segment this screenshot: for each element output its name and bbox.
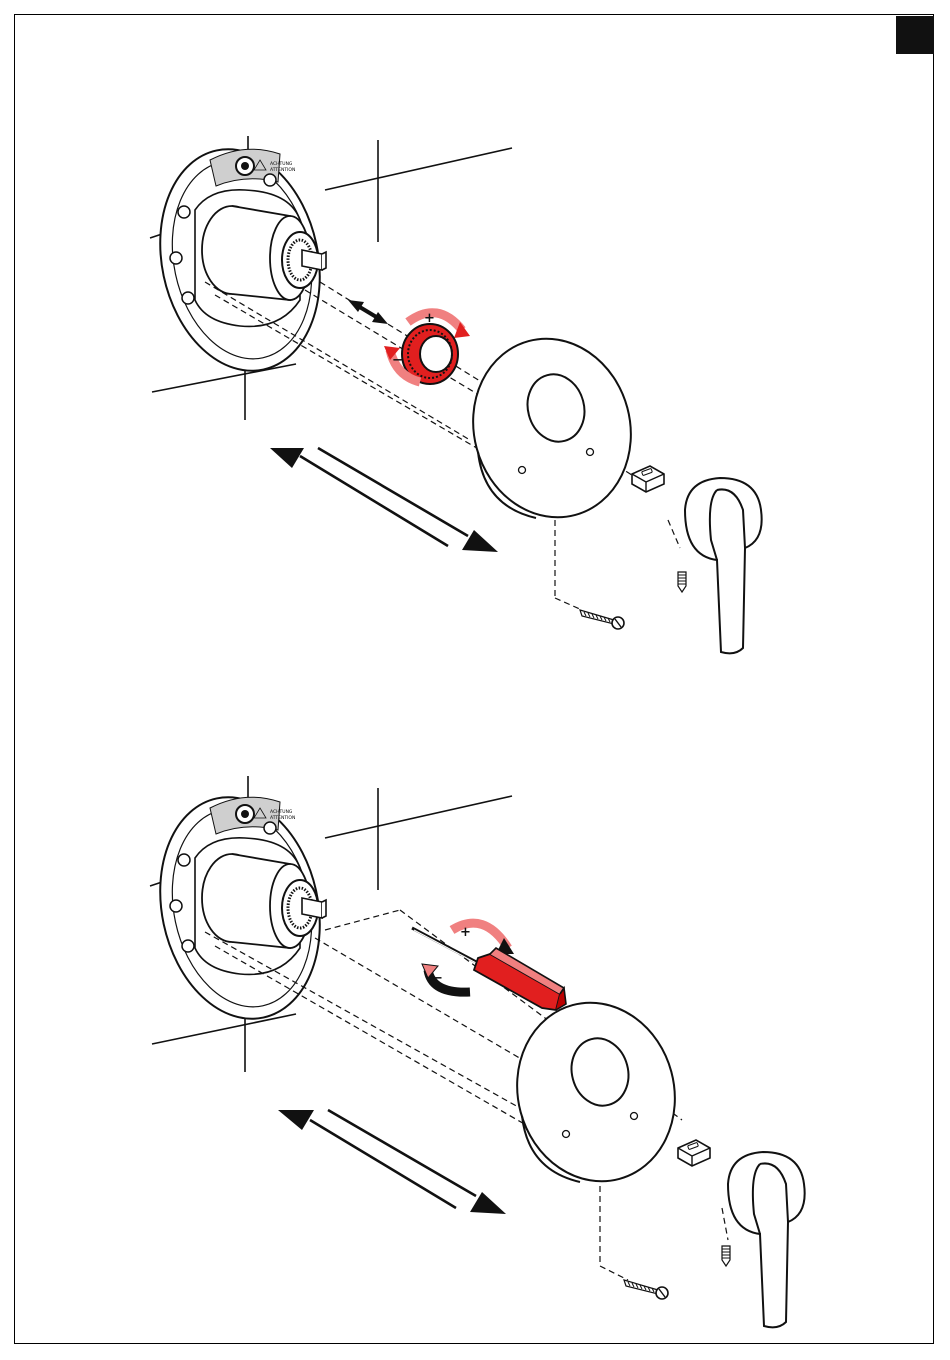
fixing-screw: [624, 1280, 668, 1299]
valve-label-text: ACHTUNG: [270, 809, 293, 815]
figure-top-adjustment-ring: ACHTUNG ATTENTION + −: [0, 0, 950, 680]
adjustment-ring-icon: + −: [384, 311, 470, 384]
push-pull-double-arrow-icon: [270, 448, 498, 552]
concealed-valve-body: [140, 782, 339, 1034]
figure-bottom-screwdriver: ACHTUNG ATTENTION + −: [0, 648, 950, 1328]
handle-adapter-insert: [632, 466, 664, 492]
handle-adapter-insert: [678, 1140, 710, 1166]
valve-label-text: ACHTUNG: [270, 161, 293, 167]
cover-plate-rosette: [497, 985, 694, 1199]
lever-handle: [728, 1152, 805, 1327]
rotation-minus-label: −: [432, 971, 443, 986]
concealed-valve-body: [140, 134, 339, 386]
fixing-screw: [580, 610, 624, 629]
valve-label-text: ATTENTION: [270, 815, 295, 821]
push-pull-double-arrow-icon: [278, 1110, 506, 1214]
rotation-plus-label: +: [460, 925, 471, 940]
wall-guide-line: [325, 148, 512, 190]
adjust-depth-double-arrow-icon: [348, 300, 388, 324]
rotation-minus-label: −: [392, 353, 403, 368]
valve-label-text: ATTENTION: [270, 167, 295, 173]
wall-guide-line: [152, 1014, 296, 1044]
lever-handle: [685, 478, 762, 653]
wall-guide-line: [152, 364, 296, 392]
grub-screw: [678, 572, 686, 592]
cover-plate-rosette: [453, 321, 650, 535]
grub-screw: [722, 1246, 730, 1266]
wall-guide-line: [325, 796, 512, 838]
